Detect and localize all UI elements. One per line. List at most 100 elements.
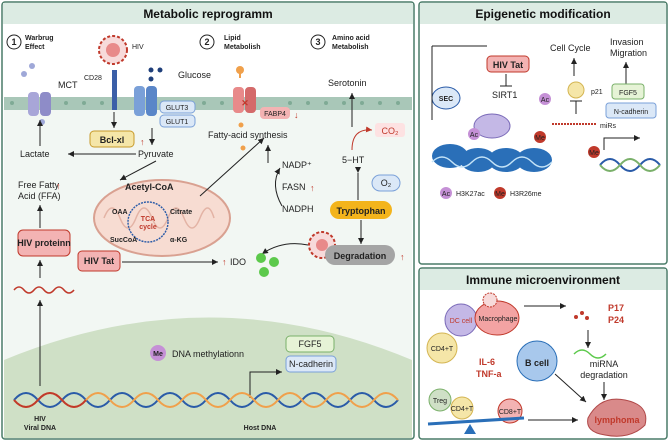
section-warburg: 1 Warbrug Effect [6, 34, 54, 51]
dna-methylation-label: DNA methylationn [172, 349, 244, 359]
lymphoma-icon [587, 398, 647, 437]
cd4t-label: CD4+T [431, 346, 454, 353]
sirt1-label: SIRT1 [492, 90, 517, 100]
metabolic-panel: Metabolic reprogramm 1 Warbrug Effect 2 … [1, 1, 415, 440]
cell-membrane [4, 97, 412, 110]
lactate-label: Lactate [20, 149, 50, 159]
section-amino: 3 Amino acid Metabolish [310, 34, 370, 51]
glucose-label: Glucose [178, 70, 211, 80]
hiv-tat-box [77, 250, 121, 272]
rna-strand-icon [13, 286, 75, 294]
me-label: Me [153, 351, 163, 358]
fasn-label: FASN [282, 182, 306, 192]
lymphoma-label: lymphoma [594, 415, 640, 425]
epi-hiv-tat-label: HIV Tat [493, 60, 523, 70]
degradation-box [325, 245, 395, 265]
ac-badge: Ac [541, 97, 550, 104]
epigenetic-title: Epigenetic modification [475, 7, 610, 21]
cd4t2-label: CD4+T [451, 406, 474, 413]
ncadherin-label: N-cadherin [289, 359, 333, 369]
section-line1: Amino acid [332, 35, 370, 42]
tryptophan-box [330, 201, 392, 219]
fgf5-label: FGF5 [298, 339, 321, 349]
glut1-label: GLUT1 [166, 119, 189, 126]
b-cell-label: B cell [525, 358, 549, 368]
sec-complex: SEC [431, 86, 461, 110]
section-lipid: 2 Lipid Metabolish [199, 34, 261, 51]
succoa-label: SucCoA [110, 237, 137, 244]
immune-title: Immune microenvironment [466, 273, 620, 287]
host-dna-label: Host DNA [244, 425, 277, 432]
h3k27ac-label: H3K27ac [456, 191, 485, 198]
akg-label: α-KG [170, 237, 188, 244]
up-arrow-icon: ↑ [140, 137, 145, 147]
il6-label: IL-6 [479, 357, 495, 367]
section-line2: Metabolish [224, 44, 261, 51]
glut-transporter [134, 86, 157, 116]
tryptophan-label: Tryptophan [337, 206, 386, 216]
svg-text:✕: ✕ [241, 98, 249, 108]
hiv-virus-icon [98, 35, 128, 65]
serotonin-label: Serotonin [328, 78, 367, 88]
mitochondrion [93, 179, 231, 257]
p24-label: P24 [608, 315, 624, 325]
up-arrow-icon: ↑ [400, 252, 405, 262]
cd28-label: CD28 [84, 75, 102, 82]
ac-badge: Ac [470, 132, 479, 139]
up-arrow-icon: ↑ [222, 257, 227, 267]
dna-helix [13, 392, 399, 408]
citrate-label: Citrate [170, 209, 192, 216]
migration-label: Migration [610, 48, 647, 58]
5ht-label: 5−HT [342, 155, 365, 165]
invasion-label: Invasion [610, 37, 644, 47]
cell-cycle-label: Cell Cycle [550, 43, 591, 53]
chromatin-icon [431, 144, 553, 172]
balance-icon [427, 416, 525, 426]
b-cell-icon [516, 340, 558, 382]
legend-me-badge: Me [495, 191, 505, 198]
sec-label: SEC [439, 96, 453, 103]
ffa-line2: Acid (FFA) [18, 191, 61, 201]
legend-ac-badge: Ac [442, 191, 451, 198]
treg-icon [428, 388, 452, 412]
section-number: 1 [11, 37, 16, 47]
glut3-label: GLUT3 [166, 105, 189, 112]
co2-label: CO₂ [382, 126, 400, 136]
ffa-line1: Free Fatty [18, 180, 60, 190]
fabp4-label: FABP4 [264, 111, 286, 118]
p17-label: P17 [608, 303, 624, 313]
metabolic-title: Metabolic reprogramm [143, 7, 272, 21]
degradation-label: Degradation [334, 251, 387, 261]
section-number: 3 [315, 37, 320, 47]
hiv-viral-line2: Viral DNA [24, 425, 56, 432]
mirna-line1: miRNA [590, 359, 619, 369]
mirna-line2: degradation [580, 370, 628, 380]
bclxl-box [89, 130, 135, 148]
fabp4-transporter: ✕ [233, 66, 256, 113]
fatty-acid-synthesis-label: Fatty-acid synthesis [208, 130, 288, 140]
o2-label: O₂ [381, 178, 392, 188]
oaa-label: OAA [112, 209, 128, 216]
ido-label: IDO [230, 257, 246, 267]
glucose-icon [148, 67, 163, 82]
immune-panel: Immune microenvironment DC cell Macropha… [418, 267, 668, 440]
hiv-proteinn-label: HIV proteinn [17, 238, 71, 248]
cd4t2-icon [450, 396, 474, 420]
tca-line1: TCA [141, 216, 155, 223]
mct-label: MCT [58, 80, 78, 90]
section-line2: Effect [25, 44, 45, 51]
hiv-tat-label: HIV Tat [84, 256, 114, 266]
macrophage-label: Macrophage [479, 316, 518, 323]
bclxl-label: Bcl-xl [100, 135, 125, 145]
up-arrow-icon: ↑ [310, 183, 315, 193]
up-arrow-icon: ↑ [56, 181, 61, 191]
me-badge-icon [150, 345, 166, 361]
nadp-label: NADP⁺ [282, 160, 312, 170]
me-badge: Me [535, 135, 545, 142]
down-arrow-icon: ↓ [294, 110, 299, 120]
mirs-label: miRs [600, 123, 616, 130]
hiv-label: HIV [132, 44, 144, 51]
acetyl-coa-label: Acetyl-CoA [125, 182, 174, 192]
p21-label: p21 [591, 89, 603, 96]
